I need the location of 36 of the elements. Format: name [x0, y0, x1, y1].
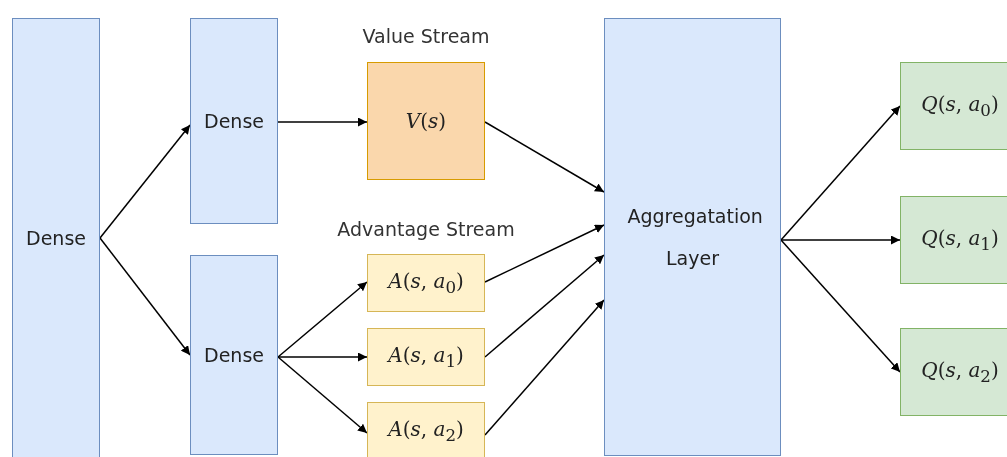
layer-box: [190, 255, 278, 455]
arrow: [780, 105, 901, 241]
output-box: [900, 328, 1007, 416]
stream-caption: Value Stream: [362, 25, 490, 47]
arrow: [484, 224, 605, 283]
arrow: [277, 117, 368, 127]
output-box: [900, 62, 1007, 150]
layer-box: [12, 18, 100, 457]
arrow: [780, 239, 901, 373]
value-box: [367, 62, 485, 180]
advantage-box: [367, 254, 485, 312]
arrow: [780, 235, 901, 245]
layer-label: Dense: [26, 227, 86, 249]
stream-caption: Advantage Stream: [337, 218, 515, 240]
math-label: V(s): [405, 109, 447, 133]
arrow: [277, 281, 368, 358]
arrow: [277, 352, 368, 362]
layer-label: Dense: [204, 110, 264, 132]
math-label: Q(s, a$_{2}$): [921, 358, 999, 386]
arrow: [277, 356, 368, 434]
arrow: [99, 124, 191, 239]
math-label: Q(s, a$_{1}$): [921, 226, 999, 254]
arrow: [484, 299, 605, 436]
arrow: [484, 254, 605, 358]
advantage-box: [367, 328, 485, 386]
arrow: [484, 121, 605, 193]
layer-label: Dense: [204, 344, 264, 366]
layer-box: [190, 18, 278, 224]
advantage-box: [367, 402, 485, 457]
aggregation-box: [604, 18, 781, 456]
math-label: A(s, a$_{0}$): [388, 269, 464, 297]
arrow: [99, 237, 191, 356]
math-label: A(s, a$_{1}$): [388, 343, 464, 371]
output-box: [900, 196, 1007, 284]
math-label: Q(s, a$_{0}$): [921, 92, 999, 120]
math-label: A(s, a$_{2}$): [388, 417, 464, 445]
